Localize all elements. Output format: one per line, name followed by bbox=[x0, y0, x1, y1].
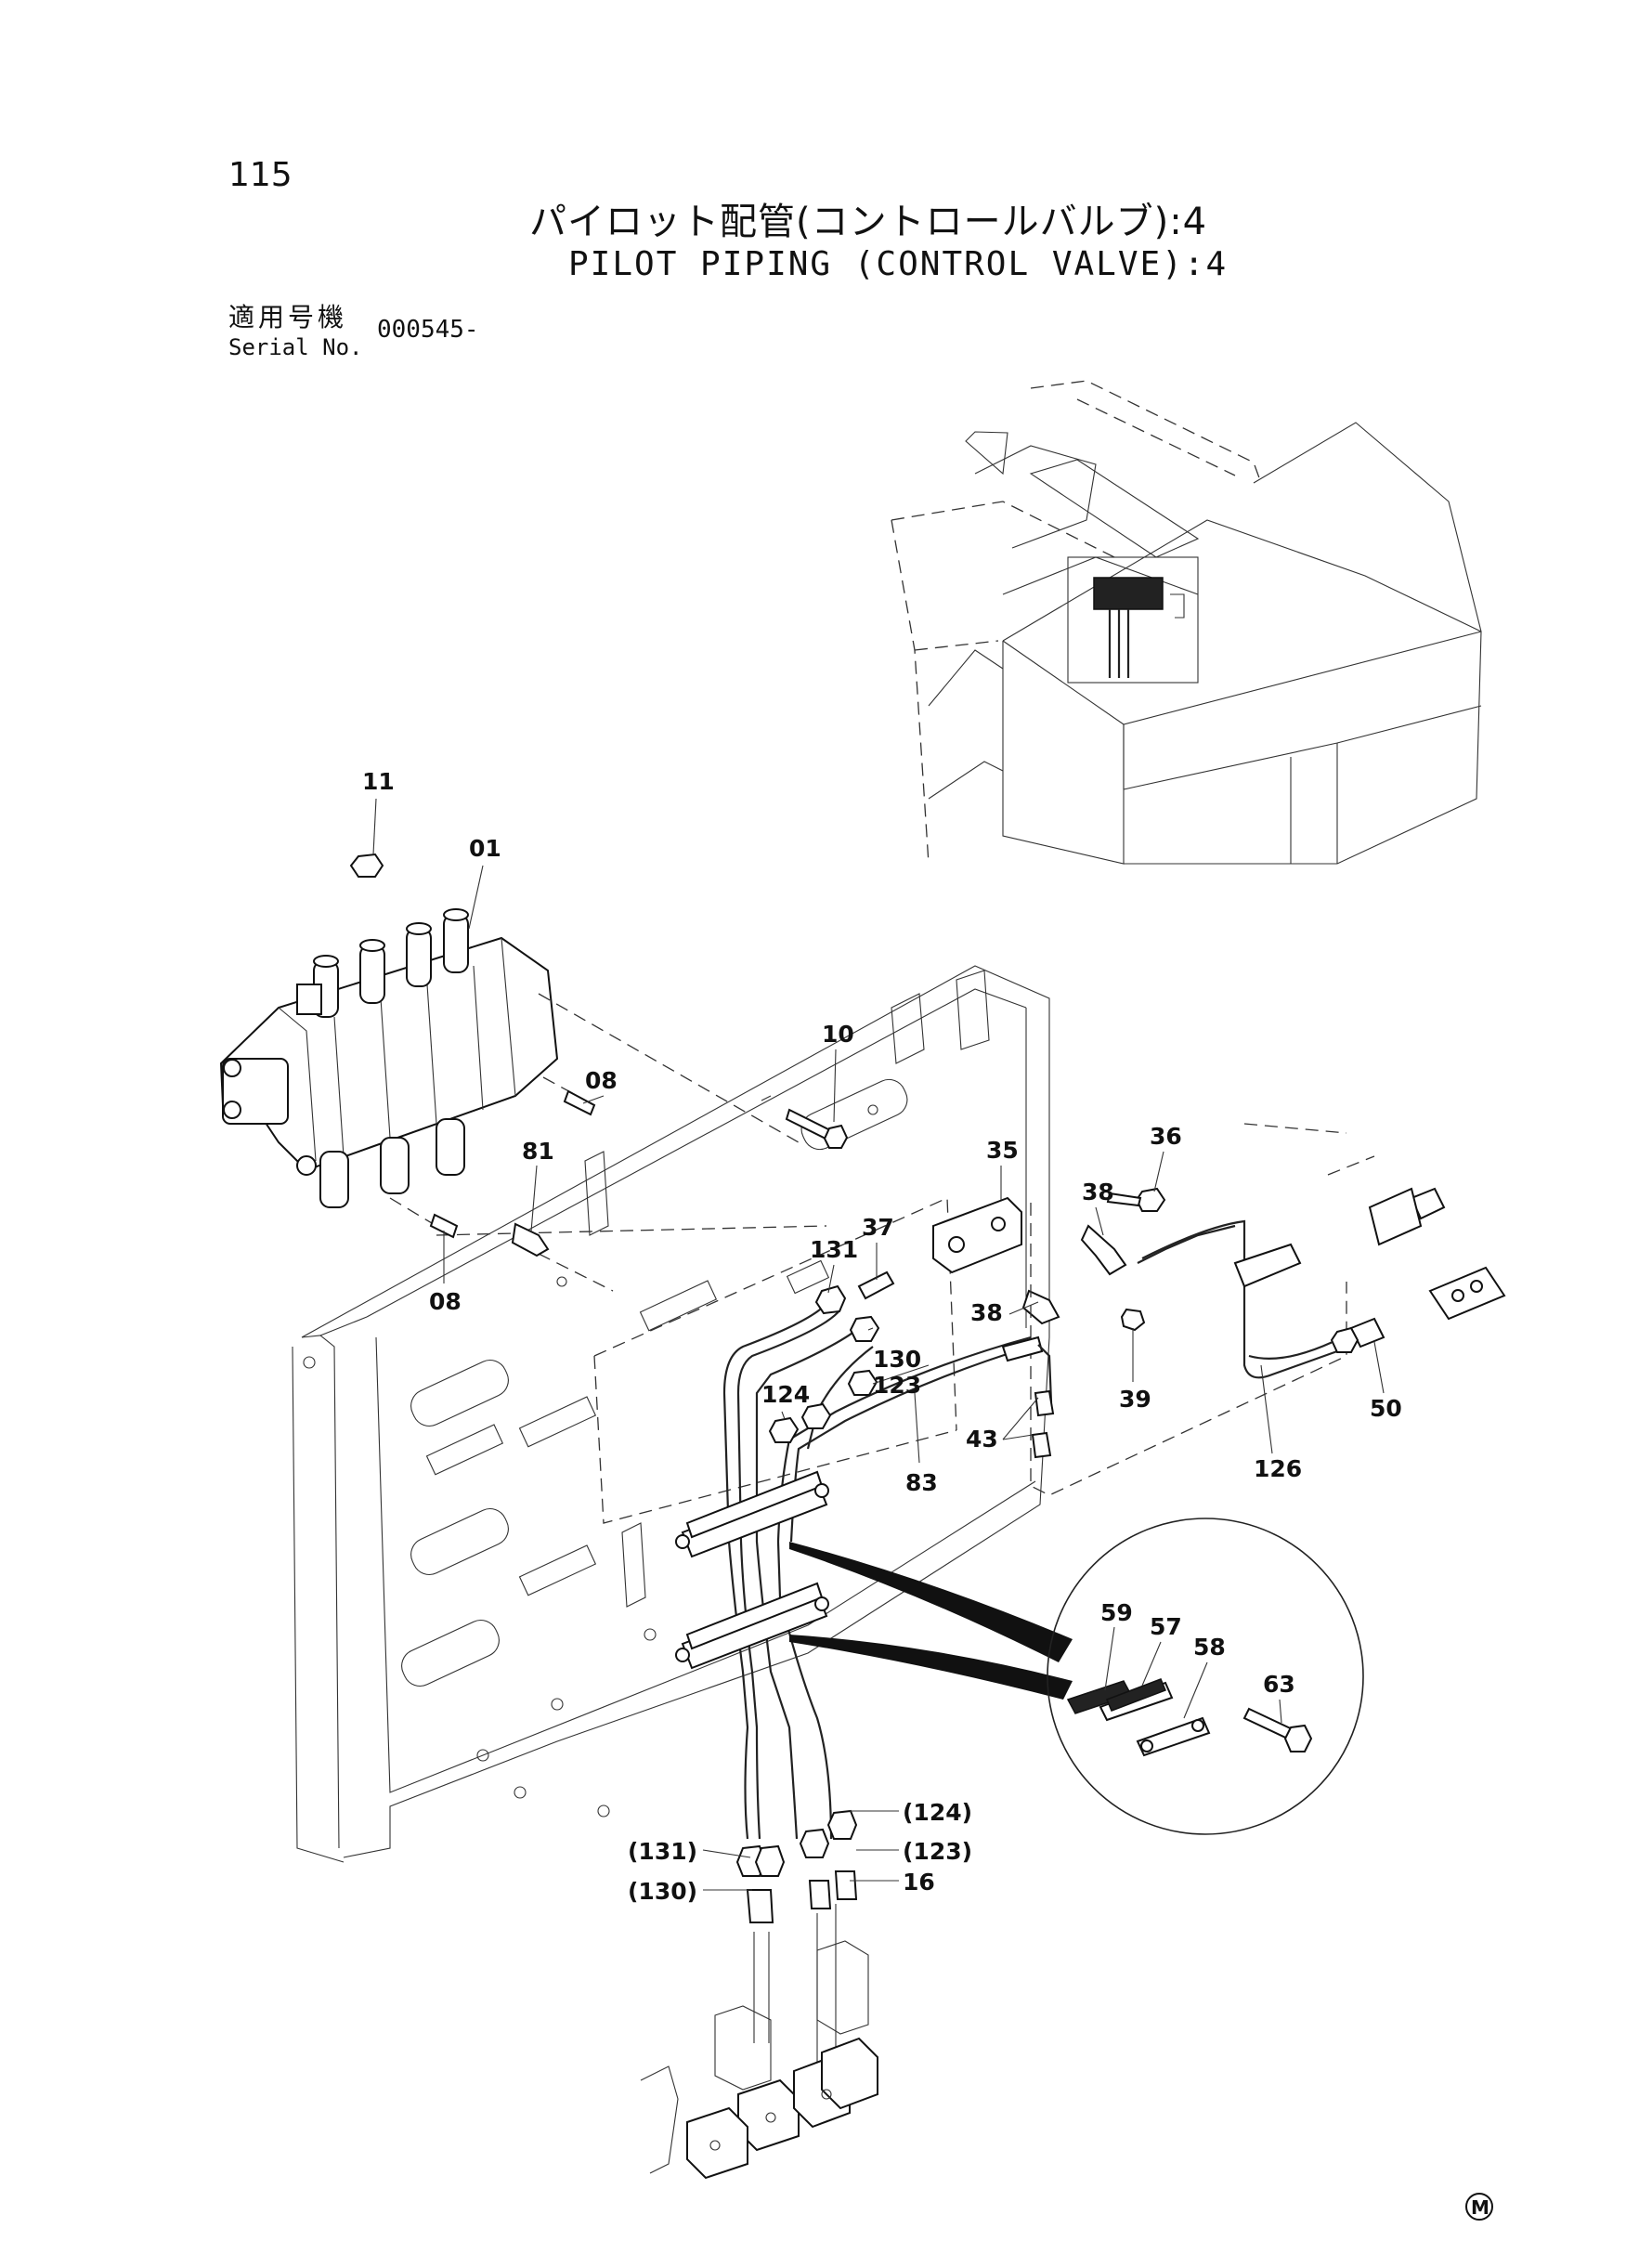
page-title-jp: パイロット配管(コントロールバルブ):4 bbox=[529, 201, 1208, 243]
callout-123-ref: (123) bbox=[903, 1838, 972, 1865]
callout-01: 01 bbox=[469, 835, 501, 862]
callout-131: 131 bbox=[810, 1236, 858, 1263]
detail-circle-clamp bbox=[1047, 1518, 1364, 1835]
callout-36: 36 bbox=[1150, 1123, 1182, 1150]
mark-letter: M bbox=[1471, 2196, 1489, 2219]
callout-130: 130 bbox=[873, 1346, 921, 1373]
pilot-pipe-harness bbox=[675, 1284, 1073, 1840]
callout-130-ref: (130) bbox=[628, 1878, 697, 1905]
callout-59: 59 bbox=[1100, 1599, 1133, 1626]
callout-83: 83 bbox=[905, 1469, 938, 1496]
callout-126: 126 bbox=[1254, 1455, 1302, 1482]
callout-37: 37 bbox=[862, 1214, 894, 1241]
junction-block-35 bbox=[857, 1123, 1347, 1496]
serial-label-en: Serial No. bbox=[228, 334, 363, 360]
control-valve-01 bbox=[219, 853, 559, 1208]
callout-63: 63 bbox=[1263, 1671, 1295, 1698]
callout-43: 43 bbox=[966, 1426, 998, 1453]
callout-labels: 11 01 10 08 81 08 35 36 37 131 38 38 39 … bbox=[362, 768, 1402, 1905]
callout-11: 11 bbox=[362, 768, 395, 795]
callout-131-ref: (131) bbox=[628, 1838, 697, 1865]
callout-16: 16 bbox=[903, 1869, 935, 1896]
callout-10: 10 bbox=[822, 1021, 854, 1048]
valve-fittings bbox=[389, 993, 849, 1292]
callout-39: 39 bbox=[1119, 1386, 1151, 1413]
manufacturer-mark: M bbox=[1465, 2193, 1493, 2221]
callout-38-upper: 38 bbox=[1082, 1179, 1114, 1205]
machine-overview-inset bbox=[891, 380, 1482, 865]
right-side-valves bbox=[1248, 1155, 1506, 1360]
callout-57: 57 bbox=[1150, 1613, 1182, 1640]
serial-label-jp: 適用号機 bbox=[228, 302, 348, 332]
page-title-en: PILOT PIPING (CONTROL VALVE):4 bbox=[568, 245, 1229, 283]
callout-35: 35 bbox=[986, 1137, 1019, 1164]
callout-38-lower: 38 bbox=[970, 1299, 1003, 1326]
mounting-frame bbox=[292, 965, 1050, 1863]
page-number: 115 bbox=[228, 156, 293, 194]
callout-leaders bbox=[372, 798, 1385, 1891]
serial-value: 000545- bbox=[377, 316, 479, 344]
callout-08-lower: 08 bbox=[429, 1288, 462, 1315]
callout-58: 58 bbox=[1193, 1634, 1226, 1661]
callout-124: 124 bbox=[761, 1381, 810, 1408]
callout-123: 123 bbox=[873, 1372, 921, 1399]
callout-124-ref: (124) bbox=[903, 1799, 972, 1826]
callout-81: 81 bbox=[522, 1138, 554, 1165]
callout-08-upper: 08 bbox=[585, 1067, 618, 1094]
lower-fittings bbox=[640, 1809, 878, 2180]
callout-50: 50 bbox=[1370, 1395, 1402, 1422]
